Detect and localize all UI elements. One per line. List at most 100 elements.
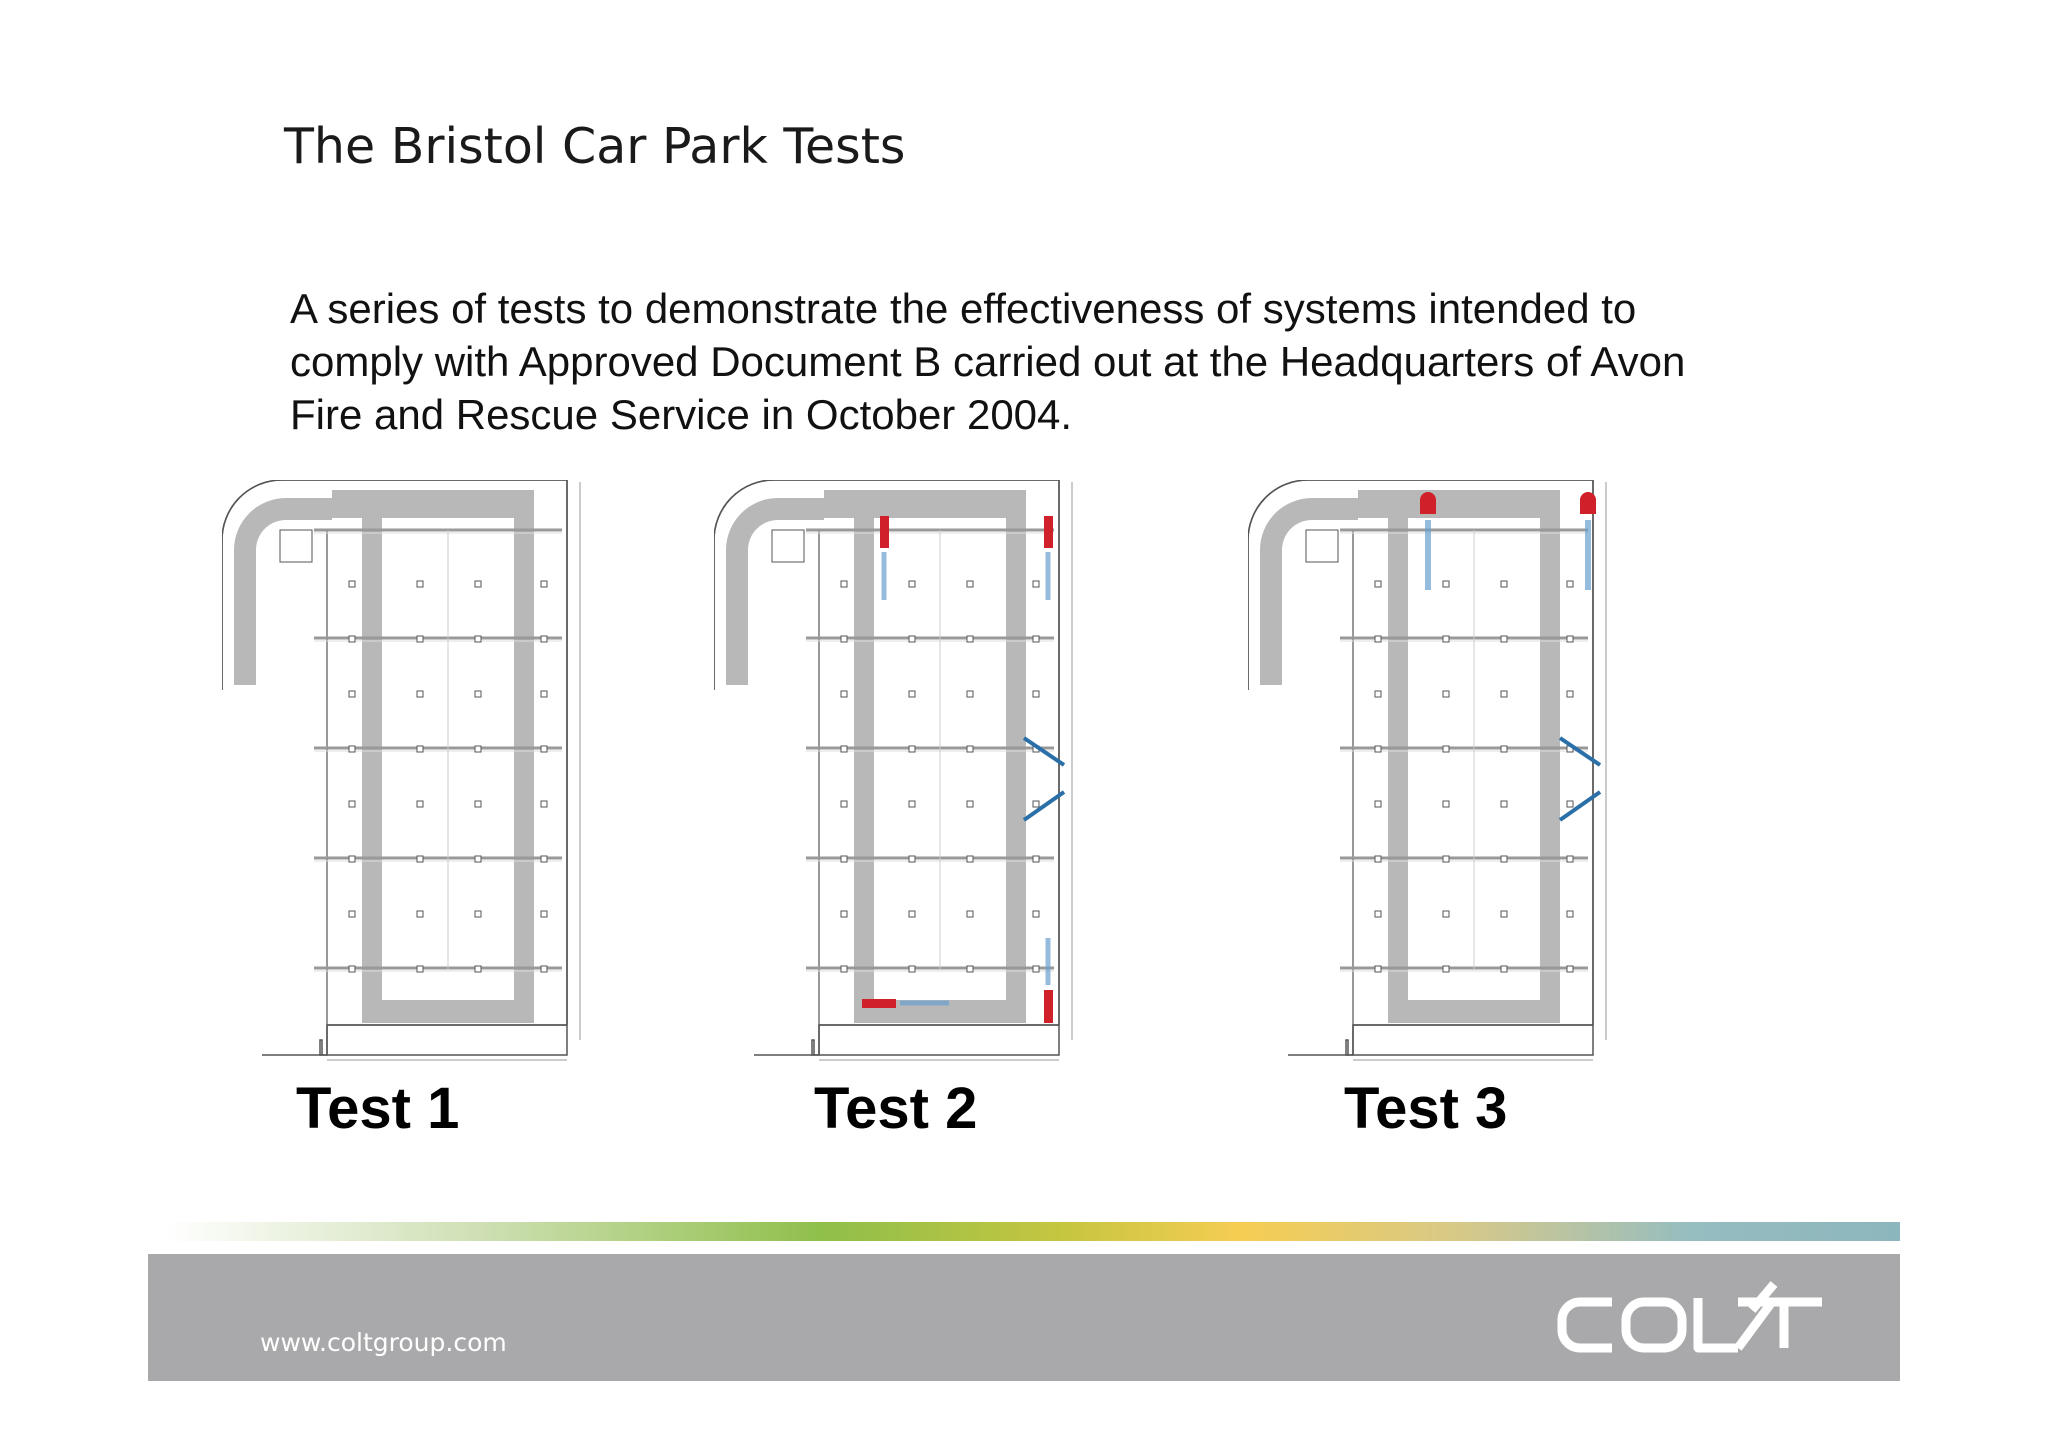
column [348,635,356,643]
fans-test-3 [1420,492,1602,822]
column [1500,580,1508,588]
column [966,635,974,643]
plant-room [1305,529,1339,563]
column [1500,910,1508,918]
column [1374,580,1382,588]
column [1032,800,1040,808]
column [1566,800,1574,808]
column [416,910,424,918]
column [1032,690,1040,698]
floor-plan [222,480,581,1061]
floor-plan [714,480,1073,1061]
intro-line: Fire and Rescue Service in October 2004. [290,391,1073,438]
slide-title: The Bristol Car Park Tests [284,118,906,175]
column [1500,800,1508,808]
column [1374,800,1382,808]
column [348,965,356,973]
column [1500,635,1508,643]
intro-paragraph: A series of tests to demonstrate the eff… [290,282,1810,441]
impulse-fan-bottom-left [862,999,896,1008]
column [1500,745,1508,753]
column [966,910,974,918]
column [1032,635,1040,643]
column [416,965,424,973]
column [1442,690,1450,698]
car-park-plan-test-2 [714,480,1073,1061]
column [908,965,916,973]
column [966,690,974,698]
column [540,855,548,863]
column [966,580,974,588]
roadway-loop [362,490,534,1023]
footer-url[interactable]: www.coltgroup.com [260,1328,507,1357]
column [540,745,548,753]
column [474,580,482,588]
column [348,745,356,753]
column [908,580,916,588]
column [474,855,482,863]
entry-ramp [234,498,332,685]
fans-test-2 [862,516,1066,1023]
test-3-label: Test 3 [1344,1076,1508,1141]
column [1566,855,1574,863]
column [1374,855,1382,863]
column [1500,690,1508,698]
column [1442,800,1450,808]
column [348,580,356,588]
column [966,855,974,863]
column [474,635,482,643]
impulse-fan-top-right [1044,516,1053,548]
impulse-fan-bottom-right [1044,990,1053,1023]
column [1032,855,1040,863]
column [840,965,848,973]
column [540,690,548,698]
column [908,745,916,753]
column [1374,965,1382,973]
column [908,910,916,918]
column [540,965,548,973]
column [1032,965,1040,973]
column [1032,910,1040,918]
column [416,855,424,863]
column [908,690,916,698]
column [840,910,848,918]
column [840,745,848,753]
floor-plan [1248,480,1607,1061]
column [1374,635,1382,643]
entry-ramp [1260,498,1358,685]
column [840,690,848,698]
intro-line: comply with Approved Document B carried … [290,338,1686,385]
plant-room [771,529,805,563]
column [540,580,548,588]
column [474,965,482,973]
column [474,910,482,918]
column [1442,855,1450,863]
test-1-label: Test 1 [296,1076,460,1141]
column [1442,635,1450,643]
column [840,635,848,643]
column [1442,965,1450,973]
column [1374,690,1382,698]
column [840,580,848,588]
column [416,690,424,698]
column [1566,690,1574,698]
column [1566,910,1574,918]
column [1442,745,1450,753]
column [1442,580,1450,588]
roadway-top [332,490,534,518]
outer-wall-line [714,480,1060,1056]
column [474,690,482,698]
column [966,965,974,973]
column [348,855,356,863]
column [908,855,916,863]
column [1500,855,1508,863]
column [908,800,916,808]
column [908,635,916,643]
test-2-label: Test 2 [814,1076,978,1141]
column [1566,580,1574,588]
column [416,635,424,643]
roadway-top [824,490,1026,518]
colour-stripe [165,1222,1900,1241]
column [1374,745,1382,753]
column [474,745,482,753]
